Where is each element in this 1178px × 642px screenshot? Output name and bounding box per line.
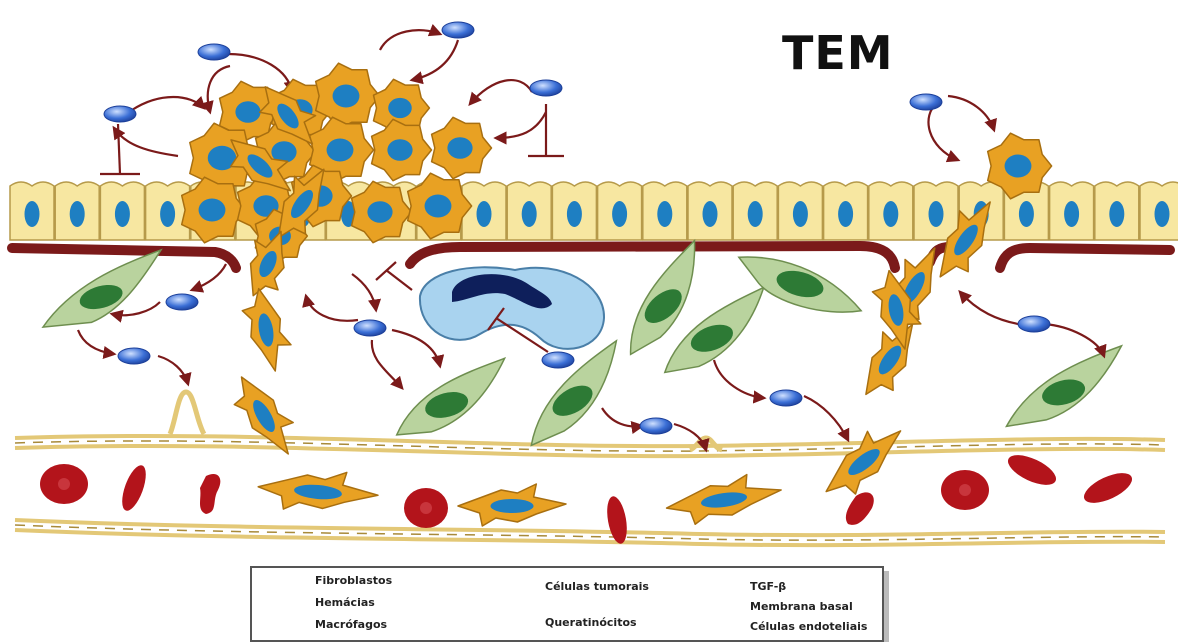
diagram-title: TEM [782,26,894,80]
fibroblast-cell [507,341,642,449]
legend-label-macrofagos: Macrófagos [315,618,387,631]
keratinocyte-cell [1050,182,1094,240]
keratinocyte-cell [462,182,506,240]
tgf-beta-molecule [198,44,230,60]
legend-label-celulas-endoteliais: Células endoteliais [750,620,867,633]
tgf-beta-molecule [542,352,574,368]
tgf-beta-molecule [166,294,198,310]
keratinocyte-cell [552,182,596,240]
legend-label-queratinocitos: Queratinócitos [545,616,637,629]
keratinocyte-cell [1095,182,1139,240]
tumor-cell-migrating [458,484,566,526]
fibroblast-cell [32,250,175,335]
keratinocyte-cell [914,182,958,240]
keratinocyte-cell [869,182,913,240]
keratinocyte-cell [10,182,54,240]
tumor-cells [182,63,1052,528]
legend-label-hemacias: Hemácias [315,596,375,609]
legend-label-celulas-tumorais: Células tumorais [545,580,649,593]
fibroblast-cell [385,358,518,440]
tgf-beta-molecule [118,348,150,364]
keratinocyte-cell [733,182,777,240]
tumor-cell-migrating [239,285,295,375]
tgf-beta-molecule [770,390,802,406]
keratinocyte-cell [507,182,551,240]
blood-vessel [15,392,1165,545]
keratinocyte-cell [146,182,190,240]
tumor-cell [316,63,380,129]
tumor-cell-migrating [224,366,305,465]
legend-label-tgf-beta: TGF-β [750,580,786,593]
fibroblast-cell [994,346,1135,430]
keratinocyte-cell [688,182,732,240]
legend-box: Fibroblastos Hemácias Macrófagos Células… [250,566,884,642]
keratinocyte-cell [643,182,687,240]
tgf-beta-molecule [104,106,136,122]
tumor-cell [372,119,432,180]
keratinocyte-cell [778,182,822,240]
tgf-beta-molecule [442,22,474,38]
basement-membrane [12,246,1170,268]
legend-label-membrana-basal: Membrana basal [750,600,853,613]
legend-label-fibroblastos: Fibroblastos [315,574,392,587]
tgf-beta-molecule [640,418,672,434]
tgf-beta-molecule [354,320,386,336]
keratinocyte-cell [55,182,99,240]
macrophage [420,267,604,349]
tumor-cell [432,117,492,178]
keratinocyte-cell [100,182,144,240]
keratinocyte-cell [598,182,642,240]
keratinocyte-cell [1140,182,1178,240]
tumor-cell-migrating [256,465,379,517]
tgf-beta-molecule [530,80,562,96]
tumor-cell-migrating [664,470,785,528]
tgf-beta-molecule [1018,316,1050,332]
tgf-beta-molecule [910,94,942,110]
keratinocyte-cell [824,182,868,240]
